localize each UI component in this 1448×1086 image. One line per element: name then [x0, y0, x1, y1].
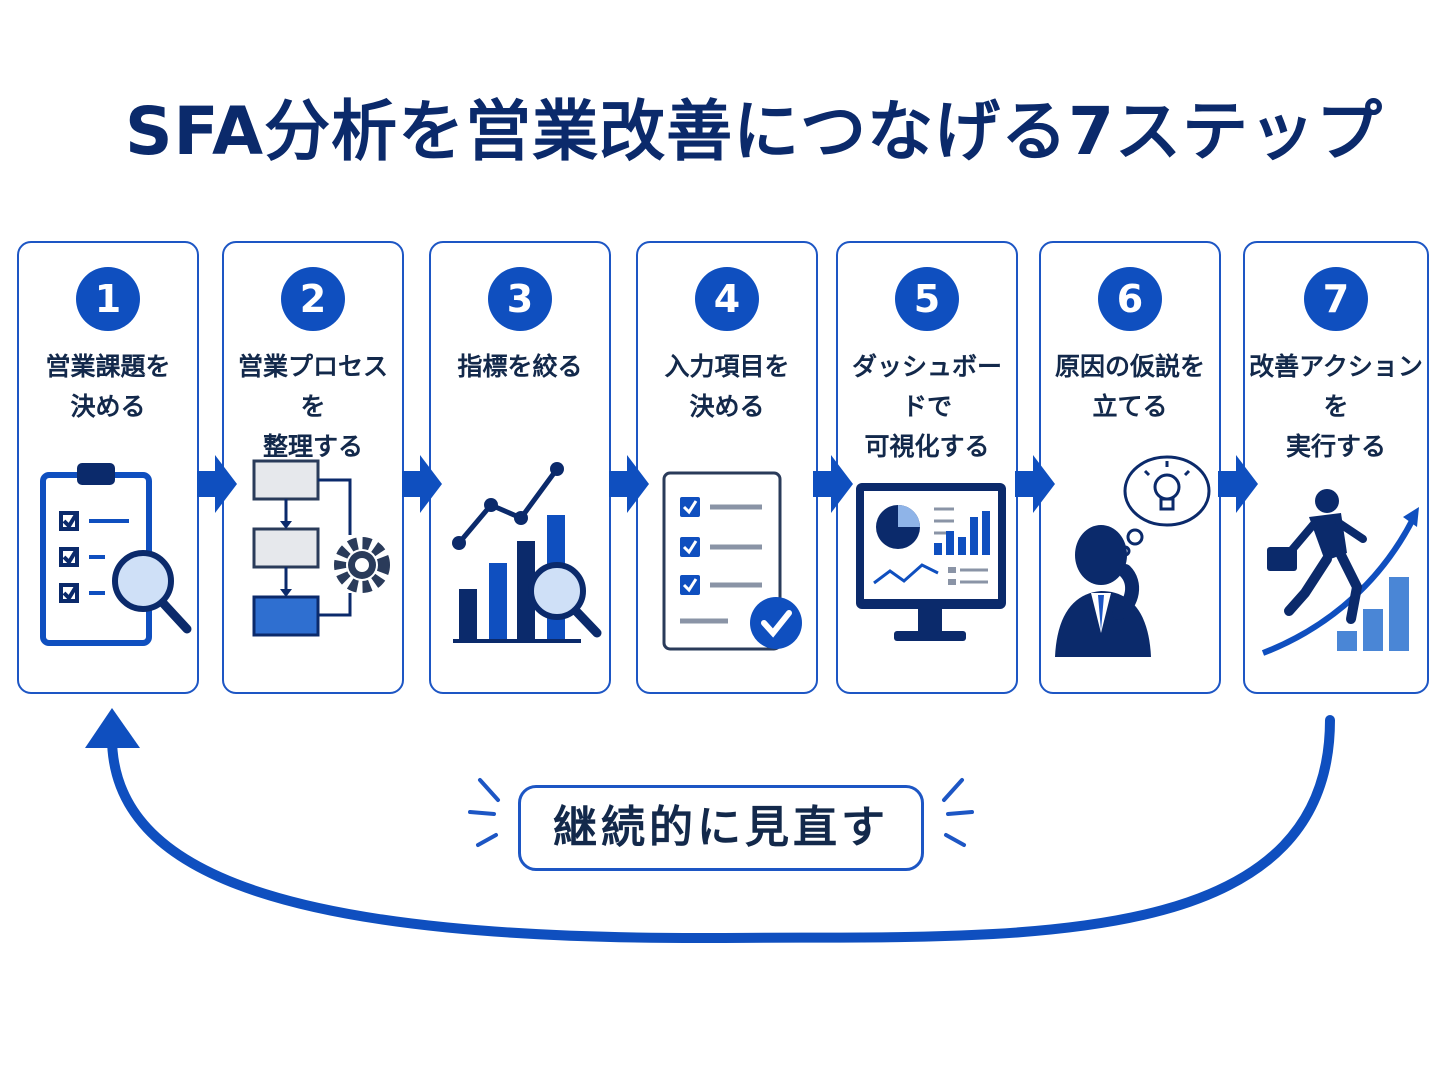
step-label: 入力項目を 決める — [664, 352, 790, 421]
step-label: 営業プロセスを 整理する — [237, 352, 388, 461]
next-arrow-icon — [402, 455, 442, 513]
next-arrow-icon — [1218, 455, 1258, 513]
page-title: SFA分析を営業改善につなげる7ステップ — [124, 93, 1384, 170]
flowchart-gear-icon — [252, 459, 390, 637]
step-card-3: 3 指標を絞る — [429, 241, 611, 694]
thinking-person-icon — [1055, 455, 1211, 657]
step-label: 改善アクションを 実行する — [1249, 352, 1423, 461]
step-number: 3 — [488, 267, 552, 331]
step-number: 2 — [281, 267, 345, 331]
next-arrow-icon — [813, 455, 853, 513]
next-arrow-icon — [609, 455, 649, 513]
next-arrow-icon — [197, 455, 237, 513]
step-number: 6 — [1098, 267, 1162, 331]
chart-magnifier-icon — [452, 462, 602, 643]
step-number: 7 — [1304, 267, 1368, 331]
step-label: ダッシュボードで 可視化する — [851, 352, 1002, 461]
step-card-4: 4 入力項目を 決める — [636, 241, 818, 694]
step-number: 1 — [76, 267, 140, 331]
step-card-6: 6 原因の仮説を 立てる — [1039, 241, 1221, 694]
step-label: 原因の仮説を 立てる — [1054, 352, 1205, 421]
dashboard-monitor-icon — [856, 483, 1006, 641]
step-label: 指標を絞る — [457, 352, 583, 381]
clipboard-magnifier-icon — [40, 463, 192, 646]
step-card-7: 7 改善アクションを 実行する — [1243, 241, 1429, 694]
step-card-5: 5 ダッシュボードで 可視化する — [836, 241, 1018, 694]
step-number: 4 — [695, 267, 759, 331]
step-number: 5 — [895, 267, 959, 331]
step-card-2: 2 営業プロセスを 整理する — [222, 241, 404, 694]
loop-label: 継続的に見直す — [518, 785, 924, 871]
running-businessman-icon — [1261, 489, 1419, 656]
step-label: 営業課題を 決める — [45, 352, 171, 421]
step-card-1: 1 営業課題を 決める — [17, 241, 199, 694]
next-arrow-icon — [1015, 455, 1055, 513]
checklist-icon — [662, 471, 802, 651]
